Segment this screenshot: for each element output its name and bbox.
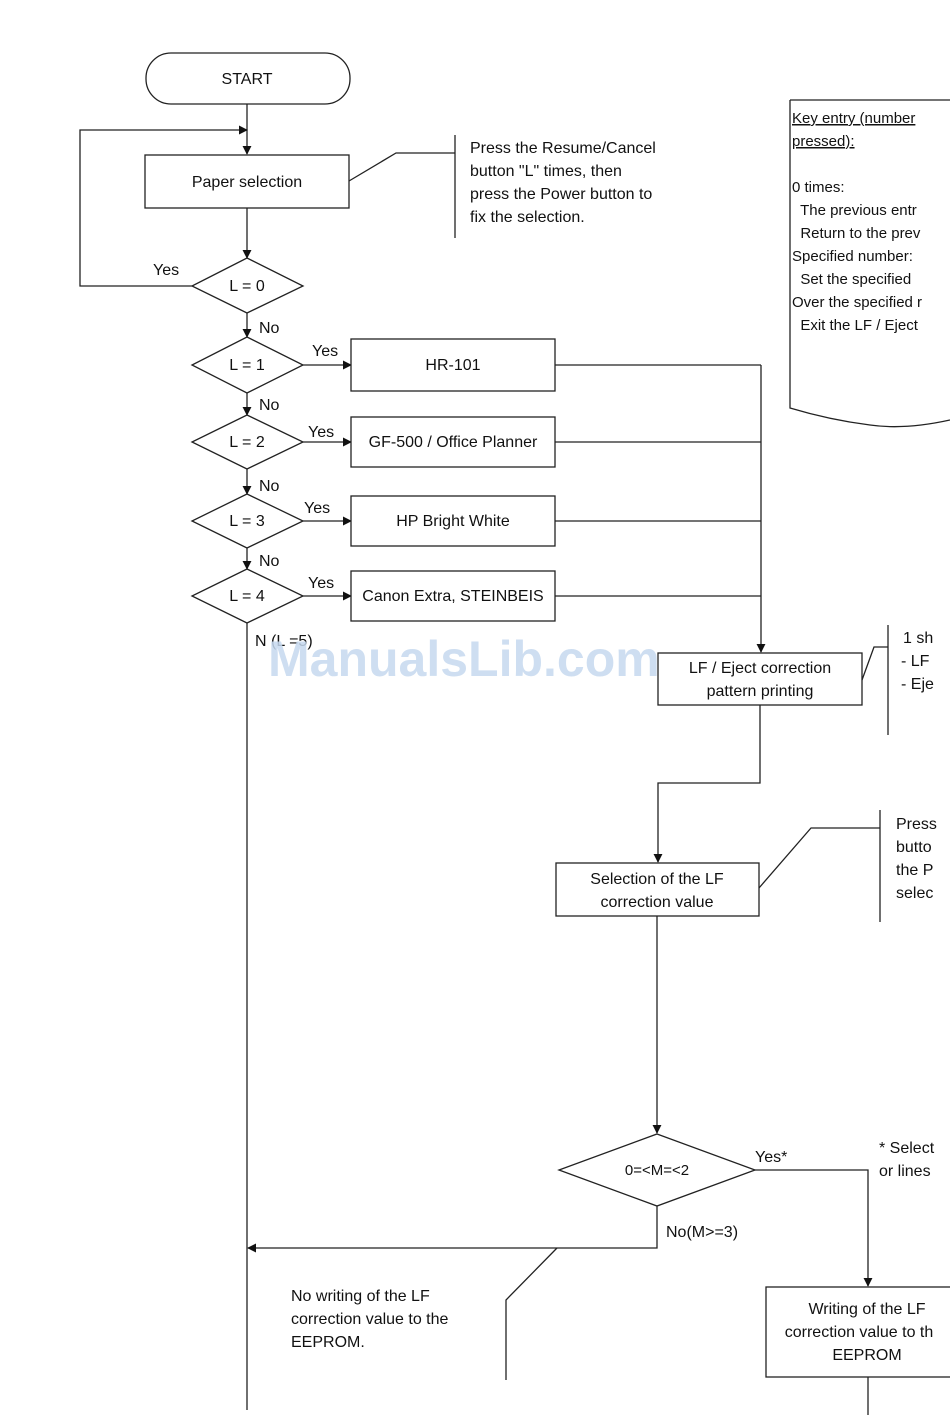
paper-selection-label: Paper selection [192, 174, 302, 191]
note-no-writing: No writing of the LF correction value to… [291, 1288, 449, 1351]
yes-label: Yes [308, 424, 334, 441]
svg-text:butto: butto [896, 839, 932, 856]
note-sheet: 1 sh - LF - Eje [901, 630, 934, 693]
decision-l1-label: L = 1 [229, 357, 265, 374]
writing-box [765, 1286, 950, 1378]
writing-label-2: correction value to th [785, 1324, 934, 1341]
decision-l3-label: L = 3 [229, 513, 265, 530]
writing-label-3: EEPROM [832, 1347, 901, 1364]
lf-selection-box [555, 862, 760, 917]
svg-text:Return to the prev: Return to the prev [792, 225, 921, 242]
svg-text:Specified number:: Specified number: [792, 248, 913, 265]
svg-text:1 sh: 1 sh [903, 630, 933, 647]
yes-label: Yes [312, 343, 338, 360]
start-terminal [145, 52, 351, 105]
decision-l4-label: L = 4 [229, 588, 265, 605]
svg-text:The previous entr: The previous entr [792, 202, 917, 219]
connector [653, 705, 761, 863]
yes-label: Yes [304, 500, 330, 517]
no-label: No [259, 478, 280, 495]
watermark: ManualsLib.com [268, 631, 660, 687]
svg-text:correction value to the: correction value to the [291, 1311, 449, 1328]
decision-l0-label: L = 0 [229, 278, 265, 295]
note-leader [505, 1247, 558, 1380]
lf-selection-label-1: Selection of the LF [590, 871, 724, 888]
note-resume-cancel: Press the Resume/Cancel button "L" times… [470, 140, 656, 226]
svg-text:button "L" times, then: button "L" times, then [470, 163, 622, 180]
svg-text:* Select: * Select [879, 1140, 935, 1157]
paper-gf500-label: GF-500 / Office Planner [369, 434, 538, 451]
no-m3-label: No(M>=3) [666, 1224, 738, 1241]
key-entry-note-shape [789, 99, 950, 428]
start-label: START [222, 71, 273, 88]
svg-text:press the Power button to: press the Power button to [470, 186, 652, 203]
lf-eject-print-box [657, 652, 863, 706]
svg-text:- Eje: - Eje [901, 676, 934, 693]
no-label: No [259, 553, 280, 570]
paper-hp-label: HP Bright White [396, 513, 510, 530]
loop-connector [79, 125, 248, 287]
svg-text:Set the specified: Set the specified [792, 271, 911, 288]
svg-text:Over the specified r: Over the specified r [792, 294, 922, 311]
yes-label: Yes [308, 575, 334, 592]
paper-hr101-label: HR-101 [425, 357, 480, 374]
connector [247, 1206, 658, 1253]
paper-selection-box [144, 154, 350, 209]
svg-text:0 times:: 0 times: [792, 179, 845, 196]
note-leader [348, 152, 455, 182]
no-label: No [259, 397, 280, 414]
writing-label-1: Writing of the LF [808, 1301, 925, 1318]
lf-eject-print-label-2: pattern printing [707, 683, 814, 700]
note-leader [861, 646, 888, 681]
note-press: Press butto the P selec [896, 816, 937, 902]
no-label: No [259, 320, 280, 337]
svg-text:selec: selec [896, 885, 933, 902]
svg-text:Press: Press [896, 816, 937, 833]
paper-gf500-box [350, 416, 556, 468]
decision-l2-label: L = 2 [229, 434, 265, 451]
yes-label: Yes [153, 262, 179, 279]
paper-hp-box [350, 495, 556, 547]
lf-selection-label-2: correction value [601, 894, 714, 911]
lf-eject-print-label-1: LF / Eject correction [689, 660, 831, 677]
svg-text:Exit the LF / Eject: Exit the LF / Eject [792, 317, 919, 334]
svg-text:the P: the P [896, 862, 933, 879]
yes-star-label: Yes* [755, 1149, 787, 1166]
svg-text:Key entry (number: Key entry (number [792, 110, 915, 127]
key-entry-note: Key entry (number pressed): 0 times: The… [792, 110, 922, 334]
svg-text:No writing of the LF: No writing of the LF [291, 1288, 430, 1305]
svg-text:or lines: or lines [879, 1163, 931, 1180]
svg-text:fix the selection.: fix the selection. [470, 209, 585, 226]
note-select: * Select or lines [879, 1140, 935, 1180]
svg-text:EEPROM.: EEPROM. [291, 1334, 365, 1351]
paper-hr101-box [350, 338, 556, 392]
decision-m-label: 0=<M=<2 [625, 1162, 689, 1179]
svg-text:Press the Resume/Cancel: Press the Resume/Cancel [470, 140, 656, 157]
note-leader [758, 827, 880, 889]
paper-canon-label: Canon Extra, STEINBEIS [362, 588, 543, 605]
svg-text:- LF: - LF [901, 653, 930, 670]
svg-text:pressed):: pressed): [792, 133, 855, 150]
connector [755, 1169, 873, 1287]
no-l5-label: N (L =5) [255, 633, 313, 650]
